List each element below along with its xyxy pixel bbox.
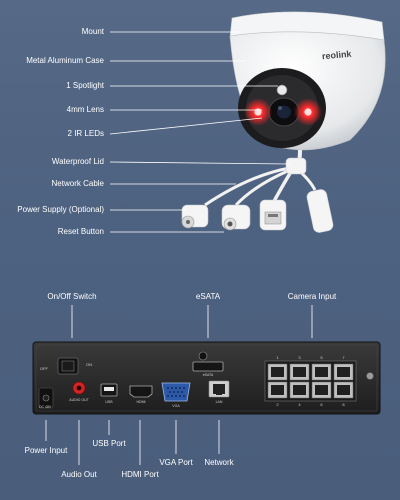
panel-text-lan: LAN [215, 400, 223, 404]
spotlight [276, 84, 288, 96]
label-spotlight: 1 Spotlight [66, 81, 104, 90]
panel-text-hdmi: HDMI [136, 400, 146, 404]
nvr-illustration [32, 341, 381, 415]
network-connector [259, 199, 287, 231]
label-reset-button: Reset Button [57, 227, 104, 236]
cable-cap [306, 189, 334, 233]
port-number: 2 [276, 402, 279, 407]
waterproof-lid [285, 157, 307, 175]
port-number: 6 [320, 402, 323, 407]
label-vga-port: VGA Port [159, 458, 193, 467]
port-number: 1 [276, 355, 279, 360]
label-network-cable: Network Cable [51, 179, 104, 188]
label-audio-out: Audio Out [61, 470, 97, 479]
hdmi-port [129, 385, 153, 398]
panel-text-on: ON [86, 362, 92, 367]
camera-input-ports [264, 360, 357, 402]
ground-screw [366, 372, 374, 380]
camera-leader-lines [109, 31, 291, 233]
label-mount: Mount [81, 27, 104, 36]
label-usb-port: USB Port [92, 439, 126, 448]
label-case: Metal Aluminum Case [26, 56, 104, 65]
power-plug [181, 204, 209, 229]
panel-text-off: OFF [40, 366, 48, 371]
label-network: Network [204, 458, 234, 467]
label-power-input: Power Input [24, 446, 68, 455]
panel-text-dc: DC 48V [39, 405, 52, 409]
label-hdmi-port: HDMI Port [121, 470, 159, 479]
vga-port [161, 382, 191, 402]
panel-text-audio: AUDIO OUT [69, 398, 89, 402]
label-ir-leds: 2 IR LEDs [67, 129, 104, 138]
port-number: 5 [320, 355, 323, 360]
camera-illustration [181, 11, 386, 233]
panel-text-vga: VGA [172, 404, 180, 408]
label-power-supply: Power Supply (Optional) [17, 205, 104, 214]
port-number: 7 [342, 355, 345, 360]
label-esata: eSATA [195, 292, 221, 301]
panel-text-usb: USB [105, 400, 113, 404]
port-number: 4 [298, 402, 301, 407]
nvr-leader-lines [45, 305, 313, 465]
label-onoff-switch: On/Off Switch [47, 292, 97, 301]
label-waterproof-lid: Waterproof Lid [51, 157, 104, 166]
esata-port [192, 361, 224, 372]
label-lens: 4mm Lens [66, 105, 104, 114]
port-number: 3 [298, 355, 301, 360]
port-number: 8 [342, 402, 345, 407]
reset-plug [221, 204, 251, 231]
label-camera-input: Camera Input [287, 292, 337, 301]
panel-text-esata: eSATA [202, 373, 214, 377]
